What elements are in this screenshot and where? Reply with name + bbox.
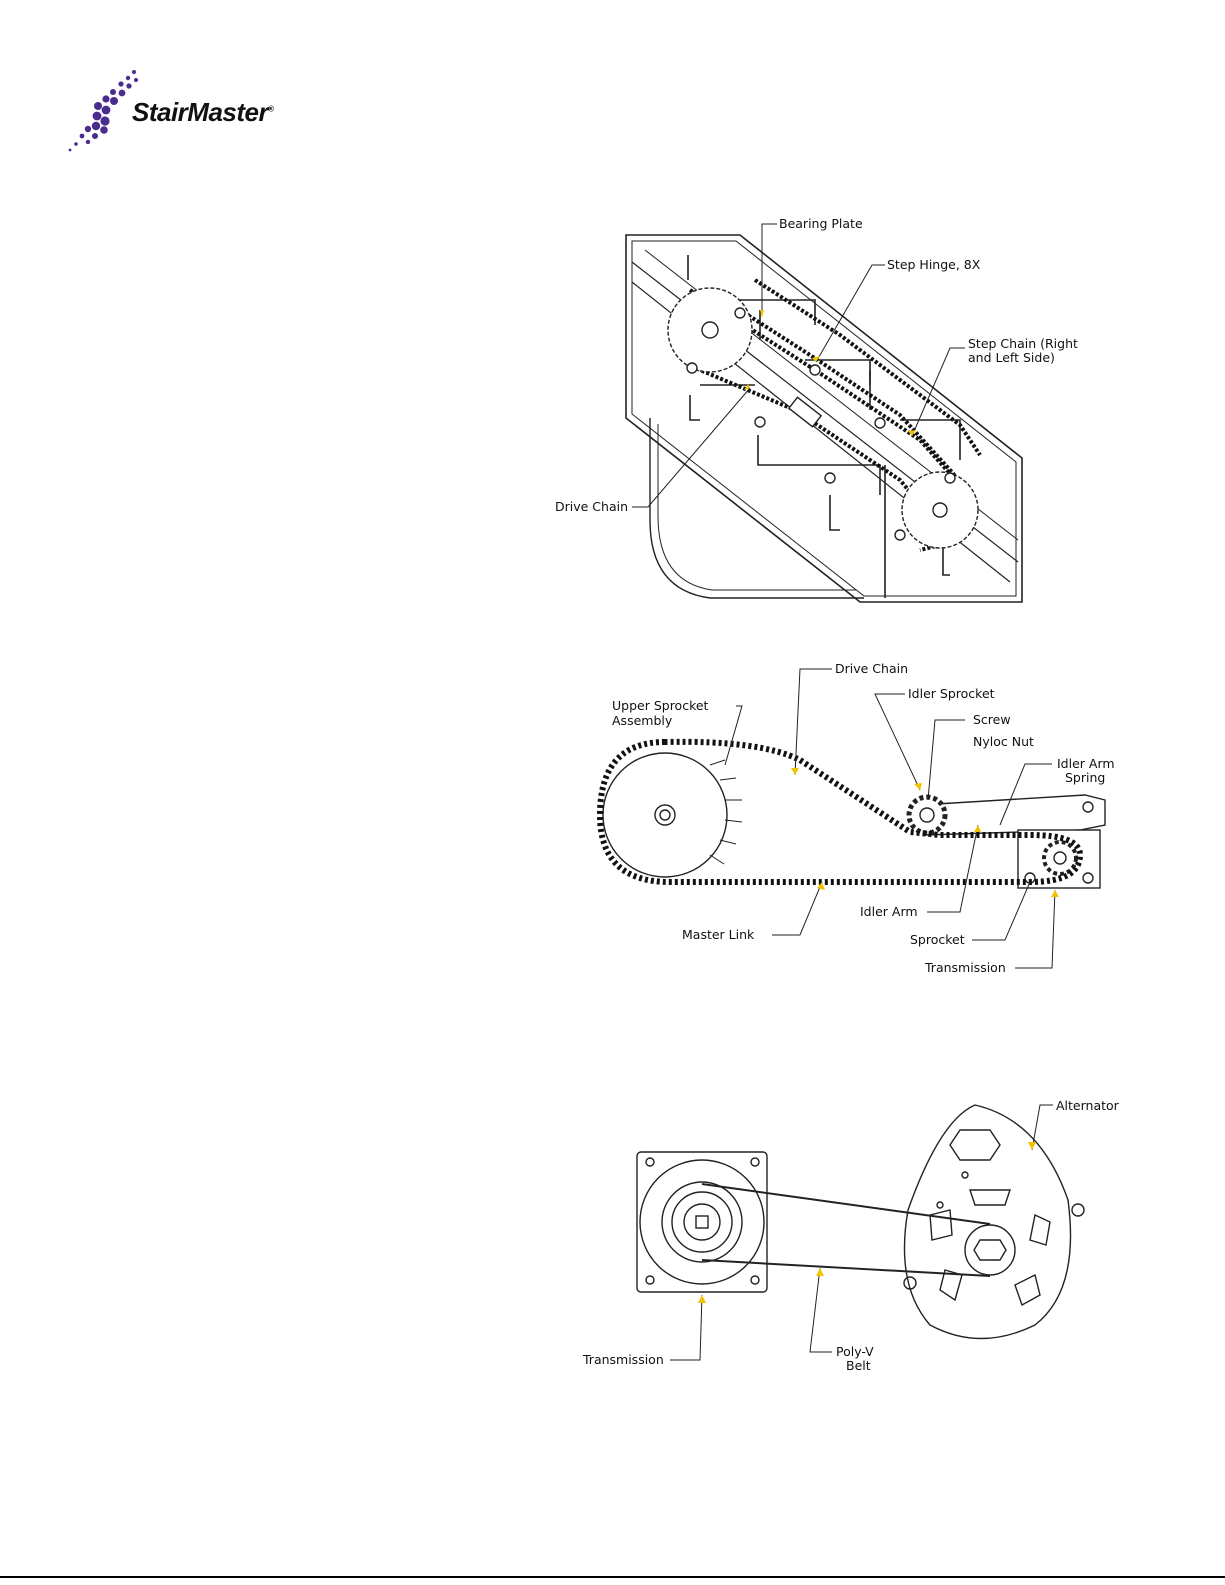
label-drive-chain: Drive Chain	[555, 499, 628, 514]
label-upper-sprocket-line1: Upper Sprocket	[612, 698, 709, 713]
label-transmission-3: Transmission	[582, 1352, 664, 1367]
label-upper-sprocket-line2: Assembly	[612, 713, 673, 728]
step-mechanism-diagram: Bearing Plate Step Hinge, 8X Step Chain …	[540, 210, 1100, 610]
label-transmission: Transmission	[924, 960, 1006, 975]
label-sprocket: Sprocket	[910, 932, 965, 947]
label-bearing-plate: Bearing Plate	[779, 216, 863, 231]
label-screw: Screw	[973, 712, 1011, 727]
label-alternator: Alternator	[1056, 1098, 1120, 1113]
leader-idler-arm	[927, 825, 978, 912]
leader-step-hinge	[816, 265, 885, 362]
leader-sprocket	[972, 882, 1030, 940]
label-step-chain-line1: Step Chain (Right	[968, 336, 1078, 351]
leader-master-link	[772, 882, 822, 935]
registered-mark: ®	[268, 104, 273, 113]
label-idler-arm: Idler Arm	[860, 904, 918, 919]
label-drive-chain-2: Drive Chain	[835, 661, 908, 676]
leader-upper-sprocket	[725, 706, 742, 765]
leader-screw	[928, 720, 965, 800]
label-master-link: Master Link	[682, 927, 755, 942]
brand-name: StairMaster	[132, 97, 268, 127]
label-step-chain-line2: and Left Side)	[968, 350, 1055, 365]
frame-outline	[626, 235, 1022, 602]
brand-wordmark: StairMaster®	[132, 97, 274, 128]
label-step-hinge: Step Hinge, 8X	[887, 257, 981, 272]
label-poly-v-line1: Poly-V	[836, 1344, 874, 1359]
label-idler-sprocket: Idler Sprocket	[908, 686, 995, 701]
label-nyloc-nut: Nyloc Nut	[973, 734, 1034, 749]
footer-rule	[0, 1576, 1225, 1578]
drive-chain-diagram: Drive Chain Idler Sprocket Screw Nyloc N…	[560, 650, 1160, 990]
label-idler-arm-spring-line1: Idler Arm	[1057, 756, 1115, 771]
label-idler-arm-spring-line2: Spring	[1065, 770, 1105, 785]
label-poly-v-line2: Belt	[846, 1358, 871, 1373]
leader-transmission-3	[670, 1295, 702, 1360]
leader-idler-sprocket	[875, 694, 920, 790]
leader-poly-v-belt	[810, 1268, 832, 1352]
alternator-belt-diagram: Alternator Transmission Poly-V Belt	[570, 1090, 1170, 1390]
